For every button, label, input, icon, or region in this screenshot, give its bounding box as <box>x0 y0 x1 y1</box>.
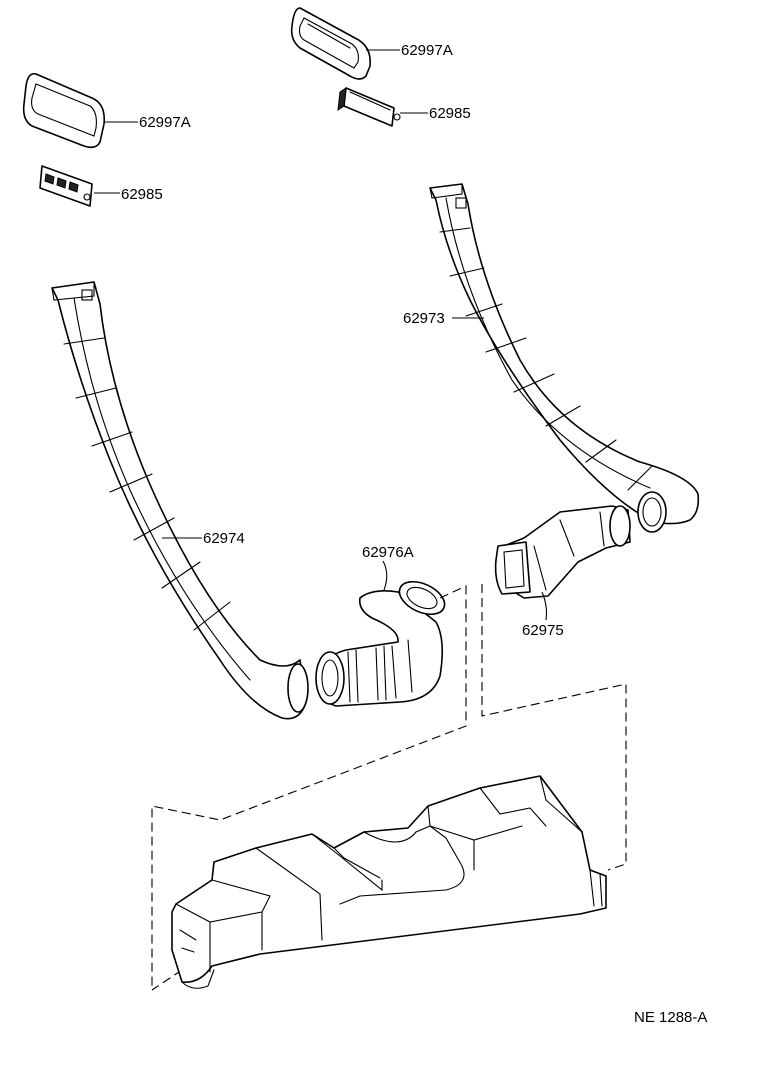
label-62997A-left: 62997A <box>139 114 191 131</box>
duct-62974 <box>51 281 309 720</box>
vent-grille-62997A-top <box>290 7 372 80</box>
vent-grille-62997A-left <box>22 72 106 149</box>
leader-62976A <box>382 560 388 591</box>
reference-code: NE 1288-A <box>634 1009 707 1026</box>
dashed-guide-lines <box>151 584 627 991</box>
label-62976A: 62976A <box>362 544 414 561</box>
label-62973: 62973 <box>403 310 445 327</box>
label-62997A-top: 62997A <box>401 42 453 59</box>
duct-62973 <box>429 183 700 533</box>
label-62975: 62975 <box>522 622 564 639</box>
vent-insert-62985-top <box>337 86 401 127</box>
leader-62975 <box>541 591 548 621</box>
air-unit-assembly <box>171 775 607 989</box>
duct-62975 <box>494 505 631 599</box>
vent-insert-62985-left <box>39 165 93 207</box>
hose-62976A <box>315 580 446 707</box>
label-62974: 62974 <box>203 530 245 547</box>
label-62985-top: 62985 <box>429 105 471 122</box>
label-62985-left: 62985 <box>121 186 163 203</box>
